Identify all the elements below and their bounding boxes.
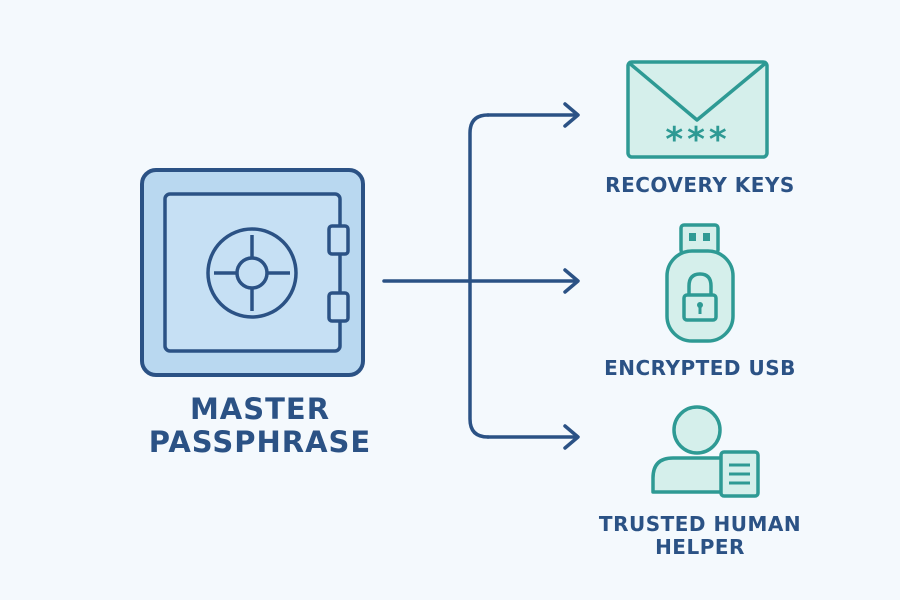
arrowhead-recovery [563, 102, 580, 128]
password-mask-text: *** [665, 120, 730, 160]
branch-trunk [468, 113, 490, 439]
arrowhead-helper [563, 424, 580, 450]
safe-hinge-top [327, 224, 350, 256]
trusted-helper-label-line-2: HELPER [655, 535, 745, 559]
connector-lines [382, 102, 580, 450]
usb-lock-icon [665, 223, 735, 343]
encrypted-usb-label: ENCRYPTED USB [575, 357, 825, 380]
encrypted-usb-label-line-1: ENCRYPTED USB [604, 356, 796, 380]
arrowhead-usb [563, 268, 580, 294]
master-passphrase-label-line-2: PASSPHRASE [148, 425, 372, 460]
recovery-keys-label: RECOVERY KEYS [575, 174, 825, 197]
master-passphrase-label: MASTER PASSPHRASE [140, 392, 380, 460]
trusted-helper-label-line-1: TRUSTED HUMAN [598, 512, 802, 536]
safe-dial-icon [206, 227, 298, 319]
person-document-icon [651, 405, 760, 498]
master-passphrase-label-line-1: MASTER [189, 392, 331, 426]
recovery-keys-label-line-1: RECOVERY KEYS [605, 173, 795, 197]
envelope-password-icon: *** [626, 60, 769, 160]
safe-icon [140, 168, 365, 377]
trusted-helper-label: TRUSTED HUMAN HELPER [575, 513, 825, 559]
safe-hinge-bottom [327, 291, 350, 323]
